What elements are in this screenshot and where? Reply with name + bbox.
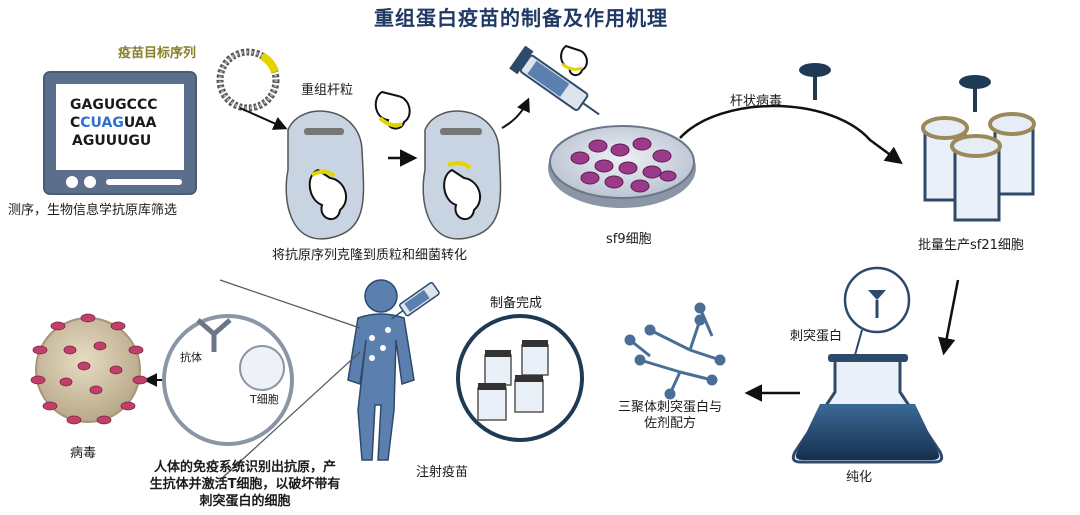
label-trimer-1: 三聚体刺突蛋白与 bbox=[617, 400, 722, 415]
bacterium-cell-icon-1 bbox=[285, 110, 365, 240]
label-antibody: 抗体 bbox=[180, 351, 202, 364]
spike-protein-icon bbox=[843, 266, 911, 334]
culture-flasks-icon bbox=[921, 112, 1036, 222]
virus-icon bbox=[30, 313, 148, 425]
label-purification: 纯化 bbox=[846, 470, 873, 485]
syringe-icon bbox=[509, 45, 600, 116]
label-sequencing: 测序，生物信息学抗原库筛选 bbox=[8, 203, 178, 218]
label-sf21: 批量生产sf21细胞 bbox=[918, 238, 1024, 253]
bacterium-cell-icon-2 bbox=[422, 110, 502, 240]
baculovirus-icon bbox=[799, 63, 831, 100]
label-immune-2: 生抗体并激活T细胞，以破坏带有 bbox=[149, 477, 341, 492]
syringe-inject-icon bbox=[391, 282, 440, 320]
label-tcell: T细胞 bbox=[250, 393, 279, 406]
human-body-icon bbox=[347, 279, 415, 461]
label-baculovirus: 杆状病毒 bbox=[730, 94, 783, 109]
label-recombinant-bacmid: 重组杆粒 bbox=[301, 83, 354, 98]
sequence-line-2-pre: C bbox=[70, 115, 81, 131]
label-trimer-2: 佐剂配方 bbox=[643, 416, 696, 431]
label-inject: 注射疫苗 bbox=[416, 465, 469, 480]
label-target-sequence: 疫苗目标序列 bbox=[118, 46, 197, 61]
sequence-line-2-post: UAA bbox=[123, 115, 157, 131]
diagram-title: 重组蛋白疫苗的制备及作用机理 bbox=[374, 6, 668, 30]
label-immune-1: 人体的免疫系统识别出抗原，产 bbox=[153, 460, 336, 475]
sequence-line-1: GAGUGCCC bbox=[70, 97, 158, 113]
plasmid-icon bbox=[216, 48, 280, 112]
sequence-highlight: CUAG bbox=[80, 115, 124, 131]
plasmid-small-icon bbox=[560, 44, 588, 76]
sequence-line-3: AGUUUGU bbox=[72, 133, 152, 149]
label-immune-3: 刺突蛋白的细胞 bbox=[199, 494, 291, 509]
label-virus: 病毒 bbox=[70, 446, 97, 461]
petri-dish-icon bbox=[548, 125, 696, 208]
immune-zoom-circle bbox=[162, 314, 294, 446]
label-prepared: 制备完成 bbox=[490, 296, 543, 311]
label-sf9: sf9细胞 bbox=[606, 232, 652, 247]
label-spike: 刺突蛋白 bbox=[790, 329, 843, 344]
vaccine-vials-icon bbox=[456, 314, 584, 442]
sequence-line-2: CCUAGUAA bbox=[70, 114, 156, 132]
label-cloning: 将抗原序列克隆到质粒和细菌转化 bbox=[272, 248, 468, 263]
monitor-icon bbox=[43, 71, 197, 195]
baculovirus-icon-2 bbox=[959, 75, 991, 112]
plasmid-insert-icon bbox=[374, 90, 411, 130]
trimer-spike-icon bbox=[624, 302, 726, 400]
erlenmeyer-flask-icon bbox=[791, 354, 944, 464]
